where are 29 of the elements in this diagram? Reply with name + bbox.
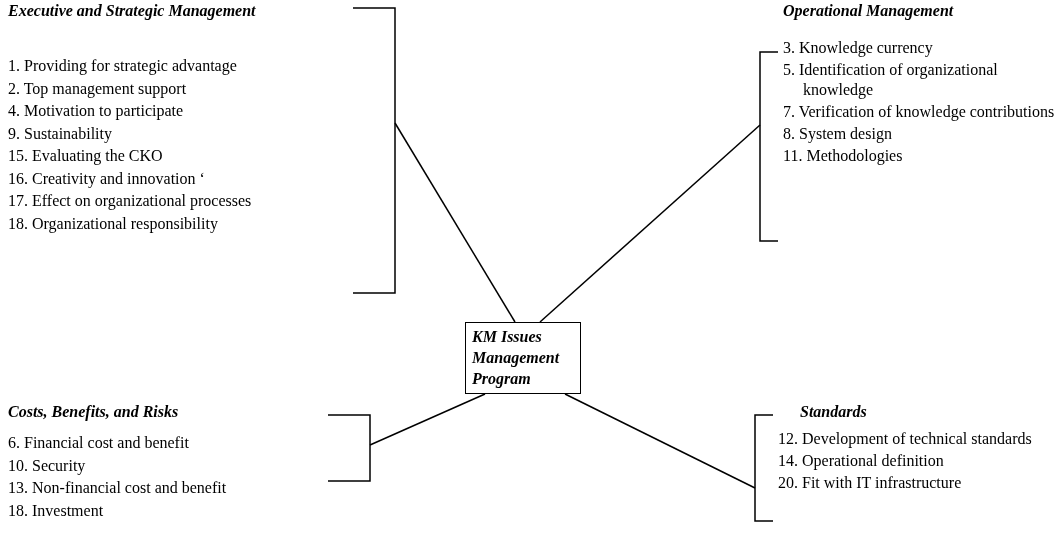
- group-heading: Operational Management: [783, 2, 954, 20]
- list-item: 11. Methodologies: [783, 146, 904, 166]
- list-item: 17. Effect on organizational processes: [8, 191, 253, 211]
- list-item: 10. Security: [8, 455, 87, 476]
- list-item: 13. Non-financial cost and benefit: [8, 478, 228, 498]
- group-heading: Standards: [800, 403, 867, 421]
- connector-line: [539, 124, 761, 323]
- list-item: 15. Evaluating the CKO: [8, 146, 164, 166]
- group-heading: Executive and Strategic Management: [8, 2, 256, 20]
- list-item: 1. Providing for strategic advantage: [8, 56, 238, 76]
- list-item: 2. Top management support: [8, 78, 188, 99]
- connector-line: [369, 393, 486, 446]
- group-heading: Costs, Benefits, and Risks: [8, 403, 179, 421]
- connector-line: [394, 122, 516, 323]
- list-item: 9. Sustainability: [8, 123, 113, 144]
- list-item: 16. Creativity and innovation ‘: [8, 168, 206, 189]
- list-item: 6. Financial cost and benefit: [8, 433, 190, 453]
- list-item: 8. System design: [783, 124, 893, 144]
- list-item: 12. Development of technical standards: [778, 429, 1033, 449]
- center-box: KM Issues Management Program: [465, 322, 581, 394]
- list-item: 18. Organizational responsibility: [8, 213, 219, 234]
- list-item: 4. Motivation to participate: [8, 101, 185, 121]
- list-item: 14. Operational definition: [778, 451, 945, 471]
- list-item: 5. Identification of organizational knowledge: [783, 60, 999, 100]
- list-item: 3. Knowledge currency: [783, 38, 934, 58]
- list-item: 20. Fit with IT infrastructure: [778, 473, 963, 493]
- list-item: 18. Investment: [8, 500, 105, 521]
- list-item: 7. Verification of knowledge contributions: [783, 102, 1056, 122]
- connector-line: [564, 393, 756, 489]
